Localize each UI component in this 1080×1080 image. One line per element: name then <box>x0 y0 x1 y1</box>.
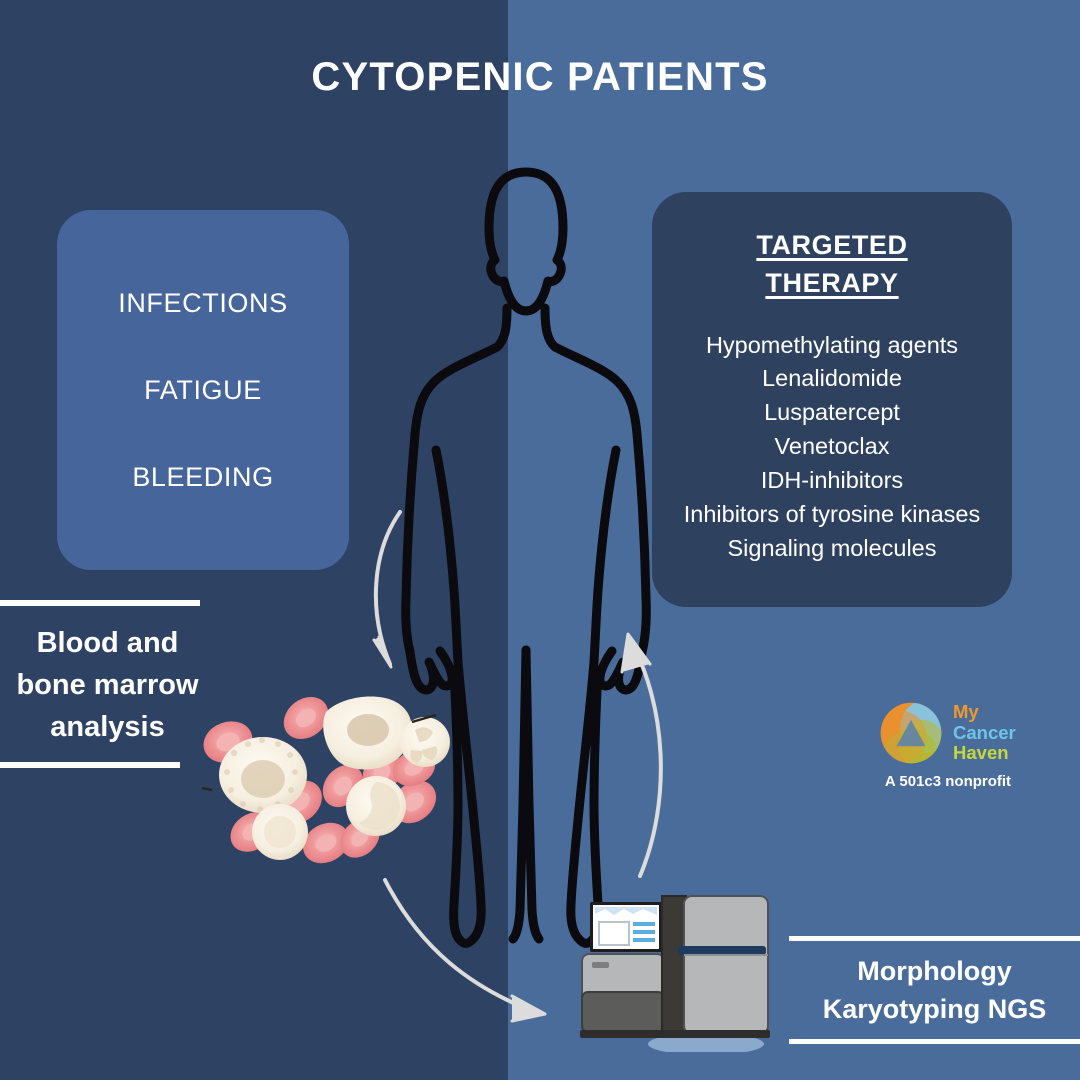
sequencer-illustration <box>566 884 784 1052</box>
logo-word-haven: Haven <box>953 742 1009 764</box>
logo-tagline: A 501c3 nonprofit <box>884 773 1012 790</box>
therapy-item-idh-inhibitors: IDH-inhibitors <box>760 466 904 493</box>
therapy-item-venetoclax: Venetoclax <box>774 433 890 460</box>
logo-wordmark: My Cancer Haven <box>953 700 1016 764</box>
page-title: CYTOPENIC PATIENTS <box>311 55 769 99</box>
my-cancer-haven-logo-icon <box>878 700 944 766</box>
caption-right-line1: Morphology <box>857 956 1012 986</box>
symptom-item-bleeding: BLEEDING <box>132 461 274 492</box>
symptom-item-fatigue: FATIGUE <box>144 374 262 405</box>
therapy-item-lenalidomide: Lenalidomide <box>762 365 902 392</box>
caption-right-line2: Karyotyping NGS <box>822 994 1047 1025</box>
therapy-item-tyrosine-kinase-inhibitors: Inhibitors of tyrosine kinases <box>683 500 981 527</box>
caption-left-line2: bone marrow <box>16 669 199 702</box>
therapy-title-line1: TARGETED <box>756 230 908 260</box>
targeted-therapy-panel: TARGETED THERAPY Hypomethylating agents … <box>652 192 1012 607</box>
caption-rule-bottom <box>0 762 180 769</box>
logo-row: My Cancer Haven <box>878 700 1018 766</box>
therapy-item-luspatercept: Luspatercept <box>764 399 900 426</box>
morphology-rule-bottom <box>789 1038 1080 1044</box>
logo-word-my: My <box>953 700 979 722</box>
caption-rule-top <box>0 600 200 606</box>
therapy-item-hypomethylating-agents: Hypomethylating agents <box>705 331 959 358</box>
caption-left-line3: analysis <box>50 711 165 744</box>
therapy-item-signaling-molecules: Signaling molecules <box>727 534 937 561</box>
caption-left-line1: Blood and <box>36 627 179 659</box>
therapy-list: Hypomethylating agents Lenalidomide Lusp… <box>652 329 1012 566</box>
caption-right-text: Morphology Karyotyping NGS <box>789 941 1080 1039</box>
symptoms-panel: INFECTIONS FATIGUE BLEEDING <box>57 210 349 570</box>
symptom-item-infections: INFECTIONS <box>118 287 288 318</box>
blood-analysis-caption: Blood and bone marrow analysis <box>0 600 215 769</box>
therapy-title-line2: THERAPY <box>765 268 899 299</box>
organization-logo: My Cancer Haven A 501c3 nonprofit <box>878 700 1018 790</box>
therapy-panel-title: TARGETED THERAPY <box>652 226 1012 303</box>
caption-left-text: Blood and bone marrow analysis <box>0 622 215 748</box>
blood-cells-illustration <box>200 680 465 880</box>
morphology-caption: Morphology Karyotyping NGS <box>789 936 1080 1044</box>
logo-word-cancer: Cancer <box>953 721 1016 743</box>
morphology-rule-top <box>789 936 1080 941</box>
